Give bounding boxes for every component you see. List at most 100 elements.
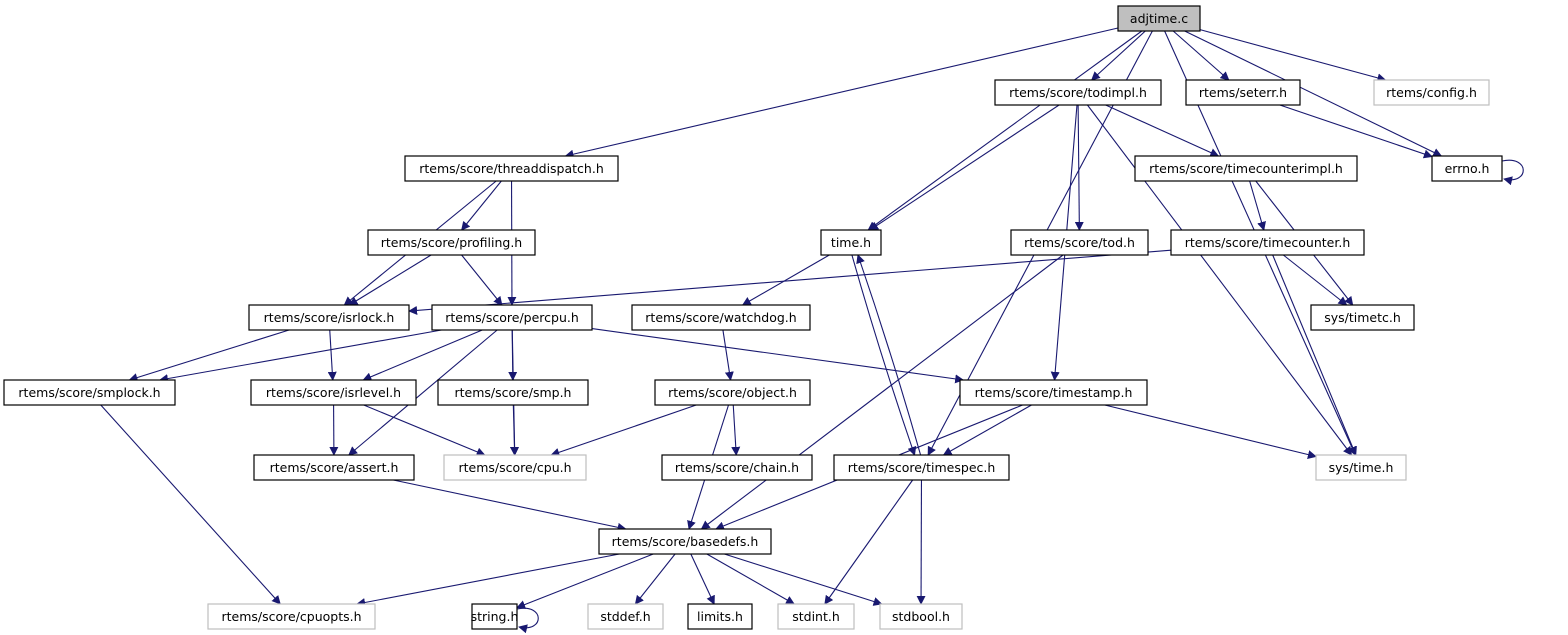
node-box[interactable] [471,603,518,630]
node-box[interactable] [207,603,376,630]
node-box[interactable] [994,79,1162,106]
edge-adjtime-to-config [1199,29,1387,83]
node-config[interactable]: rtems/config.h [1373,79,1490,106]
node-label: rtems/score/timecounterimpl.h [1149,161,1343,176]
node-stdint[interactable]: stdint.h [777,603,855,630]
edge-profiling-to-isrlock [348,254,432,306]
edge-object-to-cpu [550,404,697,457]
node-label: rtems/score/profiling.h [381,235,522,250]
node-box[interactable] [248,304,410,331]
node-box[interactable] [587,603,664,630]
edge-basedefs-to-stdbool [724,553,883,606]
edge-threaddispatch-to-profiling [461,180,502,231]
node-box[interactable] [833,454,1010,481]
edge-seterr-to-errno [1279,104,1433,159]
node-stdbool[interactable]: stdbool.h [879,603,963,630]
node-errno[interactable]: errno.h [1431,155,1503,182]
node-limits[interactable]: limits.h [687,603,753,630]
node-label: time.h [831,235,871,250]
node-string[interactable]: string.h [471,603,519,630]
node-box[interactable] [1170,229,1365,256]
edge-errno-to-errno [1501,159,1524,186]
node-label: stdbool.h [892,609,950,624]
node-systime[interactable]: sys/time.h [1315,454,1407,481]
node-box[interactable] [404,155,619,182]
edge-percpu-to-isrlevel [362,329,483,382]
node-object[interactable]: rtems/score/object.h [654,379,811,406]
node-box[interactable] [777,603,855,630]
node-box[interactable] [431,304,593,331]
node-box[interactable] [959,379,1148,406]
node-timestamp[interactable]: rtems/score/timestamp.h [959,379,1148,406]
node-basedefs[interactable]: rtems/score/basedefs.h [598,528,772,555]
node-profiling[interactable]: rtems/score/profiling.h [367,229,536,256]
node-box[interactable] [661,454,813,481]
node-cpu[interactable]: rtems/score/cpu.h [443,454,587,481]
node-box[interactable] [879,603,963,630]
node-timetc[interactable]: sys/timetc.h [1310,304,1415,331]
edge-basedefs-to-stddef [634,553,676,605]
node-label: errno.h [1445,161,1490,176]
node-box[interactable] [631,304,811,331]
edge-basedefs-to-string [516,553,654,609]
edge-timecounterimpl-to-timecounter [1249,180,1266,231]
node-label: sys/time.h [1329,460,1394,475]
edge-timecounter-to-isrlock [408,249,1172,315]
node-box[interactable] [1310,304,1415,331]
node-stddef[interactable]: stddef.h [587,603,664,630]
node-box[interactable] [367,229,536,256]
node-box[interactable] [1134,155,1358,182]
node-label: rtems/score/basedefs.h [612,534,759,549]
node-box[interactable] [1010,229,1149,256]
edge-percpu-to-smplock [159,329,442,384]
node-box[interactable] [1431,155,1503,182]
node-chain[interactable]: rtems/score/chain.h [661,454,813,481]
node-isrlock[interactable]: rtems/score/isrlock.h [248,304,410,331]
edge-basedefs-to-cpuopts [356,553,620,607]
edge-timestamp-to-systime [1104,404,1317,459]
node-box[interactable] [820,229,882,256]
node-isrlevel[interactable]: rtems/score/isrlevel.h [250,379,417,406]
node-tod[interactable]: rtems/score/tod.h [1010,229,1149,256]
node-label: rtems/config.h [1386,85,1477,100]
node-box[interactable] [1315,454,1407,481]
node-seterr[interactable]: rtems/seterr.h [1185,79,1301,106]
node-label: rtems/score/smplock.h [18,385,160,400]
node-box[interactable] [253,454,415,481]
edge-basedefs-to-limits [690,553,715,605]
edge-assert-to-basedefs [393,479,627,532]
node-box[interactable] [3,379,176,406]
node-label: rtems/score/percpu.h [445,310,579,325]
node-box[interactable] [654,379,811,406]
node-smplock[interactable]: rtems/score/smplock.h [3,379,176,406]
edge-timespec-to-time [856,254,922,456]
node-timecounterimpl[interactable]: rtems/score/timecounterimpl.h [1134,155,1358,182]
node-label: stdint.h [792,609,840,624]
node-cpuopts[interactable]: rtems/score/cpuopts.h [207,603,376,630]
edge-todimpl-to-systime [1086,104,1353,456]
node-box[interactable] [598,528,772,555]
node-smp[interactable]: rtems/score/smp.h [437,379,589,406]
nodes-layer: adjtime.c rtems/score/todimpl.h rtems/sete… [3,5,1503,630]
node-label: rtems/score/cpu.h [458,460,571,475]
node-assert[interactable]: rtems/score/assert.h [253,454,415,481]
node-box[interactable] [250,379,417,406]
node-timespec[interactable]: rtems/score/timespec.h [833,454,1010,481]
edge-timecounter-to-timetc [1282,254,1348,306]
node-adjtime[interactable]: adjtime.c [1117,5,1201,32]
edge-smplock-to-cpuopts [100,404,281,605]
edge-isrlock-to-smplock [128,329,290,382]
node-timecounter[interactable]: rtems/score/timecounter.h [1170,229,1365,256]
node-box[interactable] [437,379,589,406]
node-box[interactable] [443,454,587,481]
node-box[interactable] [1185,79,1301,106]
node-box[interactable] [687,603,753,630]
node-watchdog[interactable]: rtems/score/watchdog.h [631,304,811,331]
node-threaddispatch[interactable]: rtems/score/threaddispatch.h [404,155,619,182]
node-time[interactable]: time.h [820,229,882,256]
node-percpu[interactable]: rtems/score/percpu.h [431,304,593,331]
node-todimpl[interactable]: rtems/score/todimpl.h [994,79,1162,106]
edge-isrlock-to-isrlevel [327,329,337,381]
node-box[interactable] [1373,79,1490,106]
node-box[interactable] [1117,5,1201,32]
